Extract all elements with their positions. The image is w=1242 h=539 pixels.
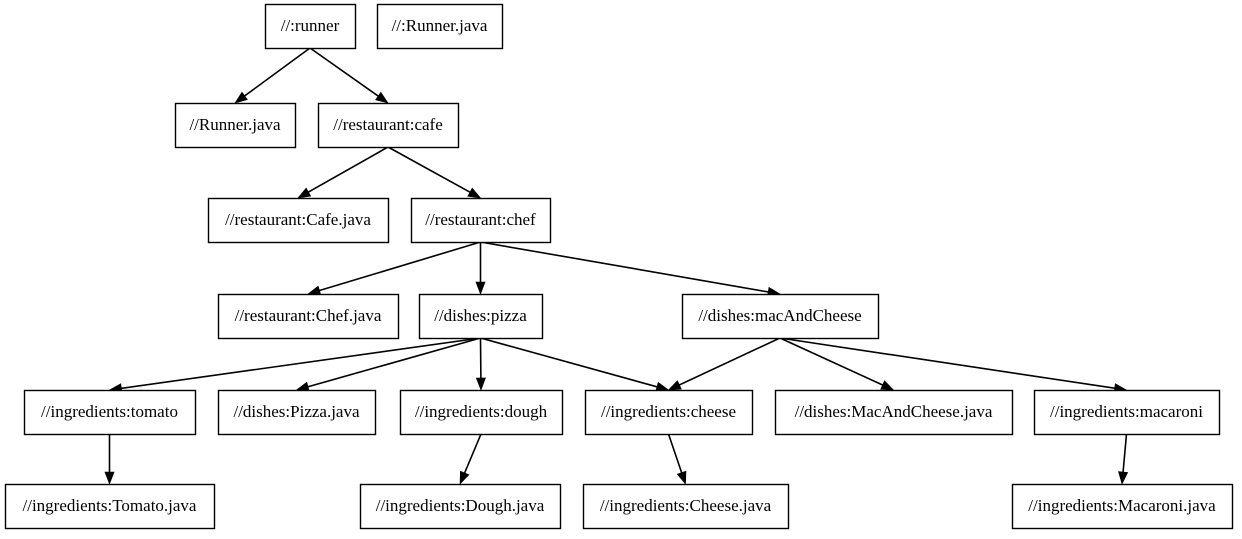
- node-rect: [359, 483, 562, 530]
- graph-edge: [779, 337, 1128, 394]
- node-rect: [207, 197, 390, 244]
- node-rect: [681, 293, 880, 340]
- graph-node-restaurant-cafe-java[interactable]: //restaurant:Cafe.java: [207, 197, 390, 244]
- graph-node-restaurant-chef[interactable]: //restaurant:chef: [410, 197, 552, 244]
- node-rect: [264, 3, 357, 50]
- graph-edge: [387, 146, 482, 199]
- node-rect: [774, 389, 1014, 436]
- node-label: //restaurant:Chef.java: [235, 306, 382, 325]
- node-label: //Runner.java: [189, 115, 281, 134]
- graph-node-runner[interactable]: //:runner: [264, 3, 357, 50]
- node-label: //ingredients:cheese: [601, 402, 736, 421]
- graph-edge: [667, 337, 781, 391]
- graph-edge: [459, 433, 482, 485]
- node-label: //dishes:Pizza.java: [233, 402, 360, 421]
- node-label: //restaurant:chef: [425, 210, 536, 229]
- graph-edge: [475, 337, 486, 391]
- node-rect: [217, 389, 377, 436]
- graph-node-ing-tomato[interactable]: //ingredients:tomato: [23, 389, 197, 436]
- node-rect: [23, 389, 197, 436]
- nodes-layer: //:runner //:Runner.java //Runner.java //re…: [4, 3, 1234, 530]
- node-rect: [217, 293, 400, 340]
- node-label: //ingredients:tomato: [41, 402, 178, 421]
- graph-edge: [1118, 433, 1129, 485]
- graph-edge: [309, 47, 389, 104]
- graph-edge: [480, 241, 781, 297]
- node-rect: [582, 483, 790, 530]
- graph-edge: [475, 242, 486, 295]
- node-rect: [1011, 483, 1234, 530]
- node-label: //ingredients:macaroni: [1050, 402, 1203, 421]
- graph-edge: [480, 337, 670, 392]
- graph-edge: [667, 433, 687, 485]
- graph-edge: [234, 47, 311, 104]
- graph-node-ing-dough[interactable]: //ingredients:dough: [399, 389, 564, 436]
- node-label: //ingredients:dough: [415, 402, 548, 421]
- graph-edge: [779, 337, 895, 391]
- graph-edge: [108, 337, 481, 394]
- graph-node-dishes-mac-java[interactable]: //dishes:MacAndCheese.java: [774, 389, 1014, 436]
- graph-node-ing-dough-java[interactable]: //ingredients:Dough.java: [359, 483, 562, 530]
- graph-node-ing-cheese-java[interactable]: //ingredients:Cheese.java: [582, 483, 790, 530]
- node-label: //ingredients:Tomato.java: [23, 496, 197, 515]
- graph-node-ing-macaroni-java[interactable]: //ingredients:Macaroni.java: [1011, 483, 1234, 530]
- node-label: //ingredients:Dough.java: [376, 496, 545, 515]
- node-rect: [410, 197, 552, 244]
- node-label: //restaurant:cafe: [333, 115, 443, 134]
- graph-node-restaurant-chef-java[interactable]: //restaurant:Chef.java: [217, 293, 400, 340]
- node-rect: [376, 3, 504, 50]
- graph-node-ing-cheese[interactable]: //ingredients:cheese: [584, 389, 754, 436]
- graph-edge: [295, 337, 481, 392]
- graph-node-runner-java[interactable]: //Runner.java: [174, 102, 297, 149]
- graph-node-restaurant-cafe[interactable]: //restaurant:cafe: [317, 102, 460, 149]
- graph-edge: [104, 434, 115, 485]
- node-rect: [418, 293, 544, 340]
- node-rect: [4, 483, 216, 530]
- node-rect: [584, 389, 754, 436]
- node-label: //restaurant:Cafe.java: [225, 210, 371, 229]
- node-rect: [1033, 389, 1221, 436]
- graph-edge: [297, 146, 389, 199]
- node-rect: [174, 102, 297, 149]
- node-rect: [399, 389, 564, 436]
- edges-layer: [104, 47, 1129, 485]
- node-label: //:Runner.java: [392, 16, 488, 35]
- node-label: //dishes:MacAndCheese.java: [795, 402, 993, 421]
- graph-node-dishes-pizza[interactable]: //dishes:pizza: [418, 293, 544, 340]
- node-label: //dishes:pizza: [434, 306, 527, 325]
- graph-node-root-runner-java[interactable]: //:Runner.java: [376, 3, 504, 50]
- graph-edge: [307, 241, 481, 296]
- node-label: //dishes:macAndCheese: [698, 306, 861, 325]
- graph-node-dishes-pizza-java[interactable]: //dishes:Pizza.java: [217, 389, 377, 436]
- node-label: //ingredients:Cheese.java: [600, 496, 772, 515]
- graph-node-ing-macaroni[interactable]: //ingredients:macaroni: [1033, 389, 1221, 436]
- node-rect: [317, 102, 460, 149]
- node-label: //ingredients:Macaroni.java: [1028, 496, 1216, 515]
- graph-node-dishes-mac[interactable]: //dishes:macAndCheese: [681, 293, 880, 340]
- node-label: //:runner: [281, 16, 340, 35]
- graph-node-ing-tomato-java[interactable]: //ingredients:Tomato.java: [4, 483, 216, 530]
